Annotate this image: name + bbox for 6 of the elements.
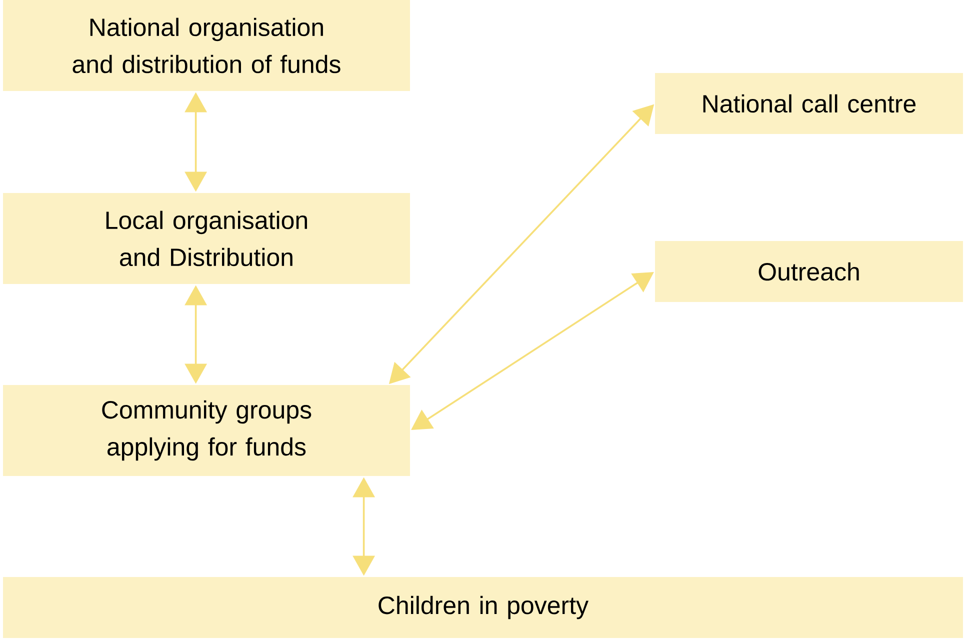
process-box: Outreach [655, 241, 963, 302]
process-box: National organisation and distribution of funds [3, 0, 410, 91]
process-box: Children in poverty [3, 577, 963, 638]
process-box: National call centre [655, 73, 963, 134]
process-box: Local organisation and Distribution [3, 193, 410, 284]
process-box: Community groups applying for funds [3, 385, 410, 476]
